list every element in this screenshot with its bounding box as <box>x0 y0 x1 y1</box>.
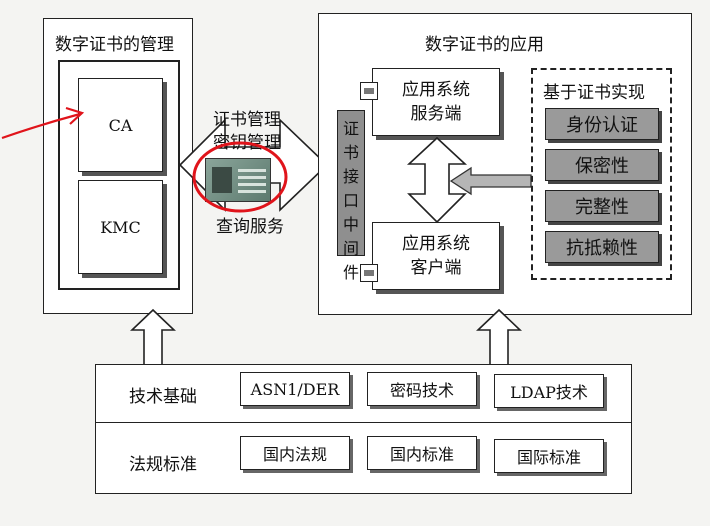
id-card-photo <box>205 158 271 202</box>
id-card-portrait <box>212 167 232 193</box>
query-service-label: 查询服务 <box>216 217 284 237</box>
middleware-char: 口 <box>342 191 359 210</box>
middleware-char: 件 <box>342 263 359 282</box>
law-item-domestic-std: 国内标准 <box>367 436 477 470</box>
app-client-box: 应用系统 客户端 <box>372 222 500 290</box>
tech-item-asn1: ASN1/DER <box>240 372 350 406</box>
client-chip-icon <box>360 264 378 282</box>
tech-item-crypto: 密码技术 <box>367 372 477 406</box>
features-title: 基于证书实现 <box>543 83 645 103</box>
middleware-char: 中 <box>342 215 359 234</box>
middleware-char: 间 <box>342 239 359 258</box>
cert-management-title: 数字证书的管理 <box>55 35 174 55</box>
feature-integrity: 完整性 <box>545 190 659 222</box>
app-server-box: 应用系统 服务端 <box>372 68 500 136</box>
middleware-char: 证 <box>342 119 359 138</box>
app-server-line1: 应用系统 <box>402 80 470 100</box>
law-standards-label: 法规标准 <box>129 455 197 475</box>
red-annotation-arrow <box>1 106 85 140</box>
law-item-domestic-law: 国内法规 <box>240 436 350 470</box>
tech-basis-label: 技术基础 <box>129 387 197 407</box>
red-annotation-circle <box>192 141 288 213</box>
id-card-lines <box>238 169 266 172</box>
ca-box: CA <box>78 78 163 172</box>
feature-non-repudiation: 抗抵赖性 <box>545 231 659 263</box>
law-item-intl-std: 国际标准 <box>494 439 604 473</box>
tech-item-ldap: LDAP技术 <box>494 374 604 408</box>
up-arrow-left <box>130 308 176 367</box>
feature-confidentiality: 保密性 <box>545 149 659 181</box>
server-chip-icon <box>360 82 378 100</box>
app-client-line1: 应用系统 <box>402 234 470 254</box>
app-server-line2: 服务端 <box>410 104 462 124</box>
app-client-line2: 客户端 <box>410 258 462 278</box>
middleware-char: 接 <box>342 167 359 186</box>
cert-interface-middleware: 证 书 接 口 中 间 件 <box>337 110 365 282</box>
middleware-char: 书 <box>342 143 359 162</box>
feature-identity-auth: 身份认证 <box>545 108 659 140</box>
cert-mgmt-label-1: 证书管理 <box>213 110 281 130</box>
cert-application-title: 数字证书的应用 <box>425 35 544 55</box>
server-client-arrow <box>406 136 532 224</box>
foundation-divider <box>95 422 632 423</box>
kmc-box: KMC <box>78 180 163 274</box>
features-dashed-box <box>531 68 672 280</box>
up-arrow-right <box>476 308 522 367</box>
